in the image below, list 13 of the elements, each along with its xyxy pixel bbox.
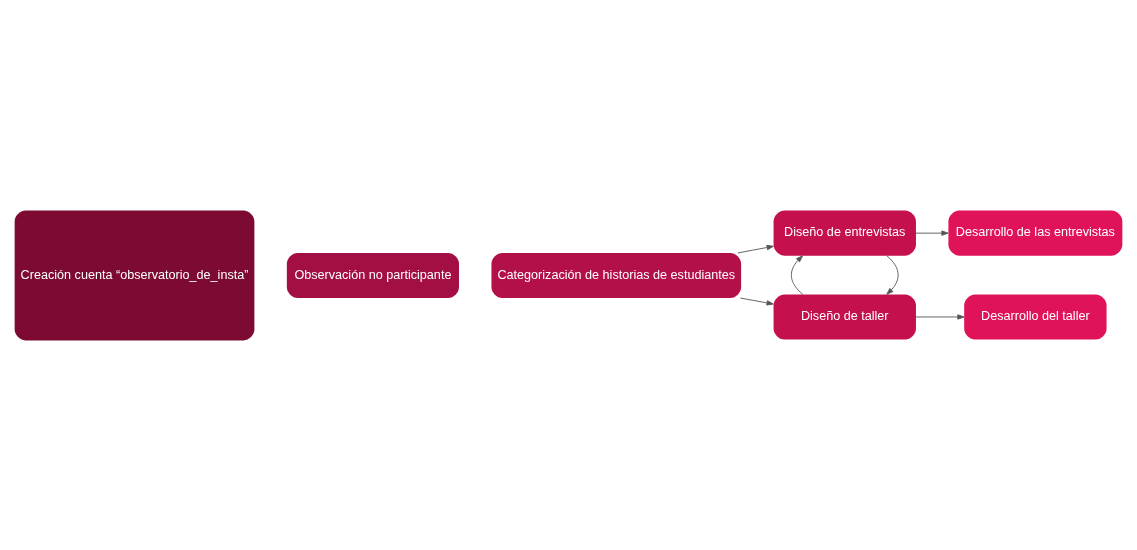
- arrow: [740, 297, 774, 306]
- arrow: [790, 254, 804, 295]
- arrow: [915, 230, 949, 236]
- node-box: Diseño de entrevistas: [773, 210, 916, 256]
- node-box: Desarrollo de las entrevistas: [948, 210, 1123, 256]
- node-box: Observación no participante: [286, 252, 459, 298]
- arrow: [886, 254, 899, 295]
- node-box: Diseño de taller: [773, 293, 916, 339]
- node-box: Categorización de historias de estudiantes: [491, 252, 742, 298]
- node-box: Desarrollo del taller: [964, 293, 1107, 339]
- node-box: Creación cuenta “observatorio_de_insta”: [14, 210, 255, 340]
- arrow: [915, 313, 965, 320]
- arrow: [737, 244, 774, 253]
